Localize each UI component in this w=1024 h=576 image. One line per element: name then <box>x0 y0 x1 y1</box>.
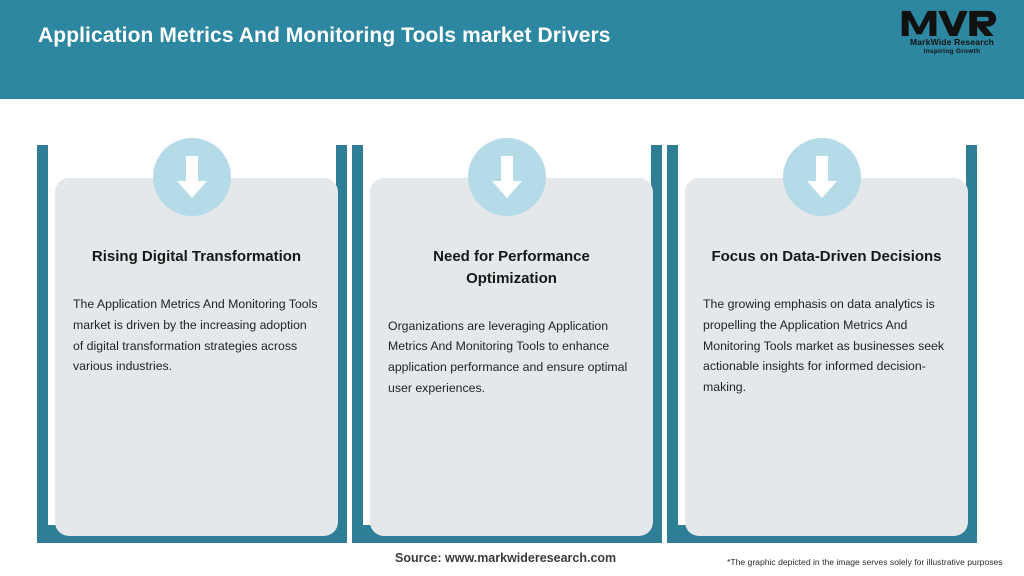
card-panel: Rising Digital Transformation The Applic… <box>55 178 338 536</box>
logo-mark-icon <box>896 8 1008 38</box>
page-title: Application Metrics And Monitoring Tools… <box>38 24 611 47</box>
card-title: Rising Digital Transformation <box>91 248 302 265</box>
driver-card-3: Focus on Data-Driven Decisions The growi… <box>667 99 977 544</box>
card-panel: Focus on Data-Driven Decisions The growi… <box>685 178 968 536</box>
driver-card-2: Need for Performance Optimization Organi… <box>352 99 662 544</box>
card-title: Need for Performance Optimization <box>433 248 590 287</box>
card-body-text: Organizations are leveraging Application… <box>388 318 628 396</box>
down-arrow-icon <box>783 138 861 216</box>
source-label: Source: www.markwideresearch.com <box>395 551 617 565</box>
down-arrow-icon <box>153 138 231 216</box>
header-band: Application Metrics And Monitoring Tools… <box>0 0 1024 99</box>
driver-card-1: Rising Digital Transformation The Applic… <box>37 99 347 544</box>
drivers-card-list: Rising Digital Transformation The Applic… <box>0 99 1024 544</box>
card-body-text: The growing emphasis on data analytics i… <box>703 296 945 395</box>
card-body-text: The Application Metrics And Monitoring T… <box>73 296 318 374</box>
disclaimer-note: *The graphic depicted in the image serve… <box>727 557 1003 567</box>
card-title: Focus on Data-Driven Decisions <box>711 248 942 265</box>
logo-company-name: MarkWide Research <box>909 37 995 47</box>
brand-logo: MarkWide Research Inspiring Growth <box>896 8 1008 64</box>
card-panel: Need for Performance Optimization Organi… <box>370 178 653 536</box>
down-arrow-icon <box>468 138 546 216</box>
logo-tagline: Inspiring Growth <box>923 48 981 55</box>
